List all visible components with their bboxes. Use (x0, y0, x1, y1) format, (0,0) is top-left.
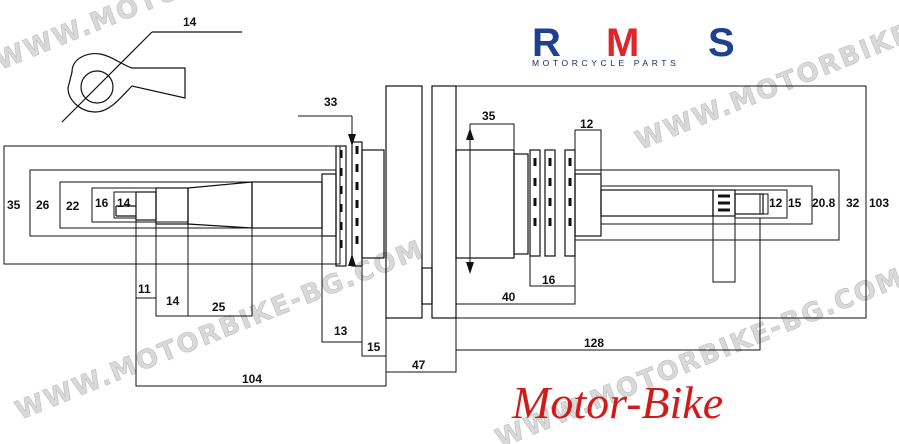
rms-letter-s: S (708, 21, 734, 65)
dim-l16-right: 16 (542, 273, 556, 287)
dim-l11: 11 (138, 282, 151, 296)
left-diameter-boxes (3, 145, 341, 265)
dim-l35-right: 35 (482, 109, 496, 123)
dim-l14: 14 (166, 294, 180, 308)
watermark-text: WWW.MOTORBIKE-BG.COM (631, 0, 899, 156)
rms-tagline: MOTORCYCLE PARTS (532, 58, 679, 68)
rms-letter-r: R (532, 21, 561, 65)
conrod-inset (61, 31, 242, 123)
dim-d26: 26 (36, 198, 50, 212)
dim-l13: 13 (334, 324, 348, 338)
watermark-text: WWW.MOTORBIKE-BG.COM (0, 0, 409, 76)
rms-logo: R M S MOTORCYCLE PARTS (532, 21, 735, 68)
dim-d16-left: 16 (95, 196, 109, 210)
dim-d35-left: 35 (7, 198, 21, 212)
dim-d22: 22 (66, 199, 80, 213)
right-diameter-boxes (455, 85, 867, 319)
left-length-lines (135, 115, 457, 387)
dim-l12-top: 12 (580, 117, 594, 131)
dim-d14-left: 14 (117, 196, 131, 210)
dimension-arrows (348, 128, 474, 274)
dim-d15-right: 15 (788, 196, 802, 210)
dim-l33: 33 (324, 95, 338, 109)
watermark-text: WWW.MOTORBIKE-BG.COM (11, 235, 428, 427)
dim-l47: 47 (412, 358, 426, 372)
dim-d32: 32 (846, 196, 860, 210)
dim-d12-right: 12 (769, 196, 783, 210)
dim-d20-8: 20.8 (812, 196, 836, 210)
dim-l15: 15 (367, 340, 381, 354)
rms-letter-m: M (606, 21, 638, 65)
dim-conrod-small-end: 14 (183, 15, 197, 29)
dim-l128: 128 (584, 336, 604, 350)
dimension-labels: 35 26 22 16 14 11 14 25 33 13 15 104 47 … (7, 95, 889, 386)
right-length-lines (456, 123, 761, 351)
sprocket-teeth (339, 146, 730, 248)
dim-l40: 40 (502, 290, 516, 304)
dim-l104: 104 (242, 372, 262, 386)
dim-d103: 103 (869, 196, 889, 210)
dim-l25: 25 (212, 300, 226, 314)
brand-text: Motor-Bike (511, 377, 723, 428)
